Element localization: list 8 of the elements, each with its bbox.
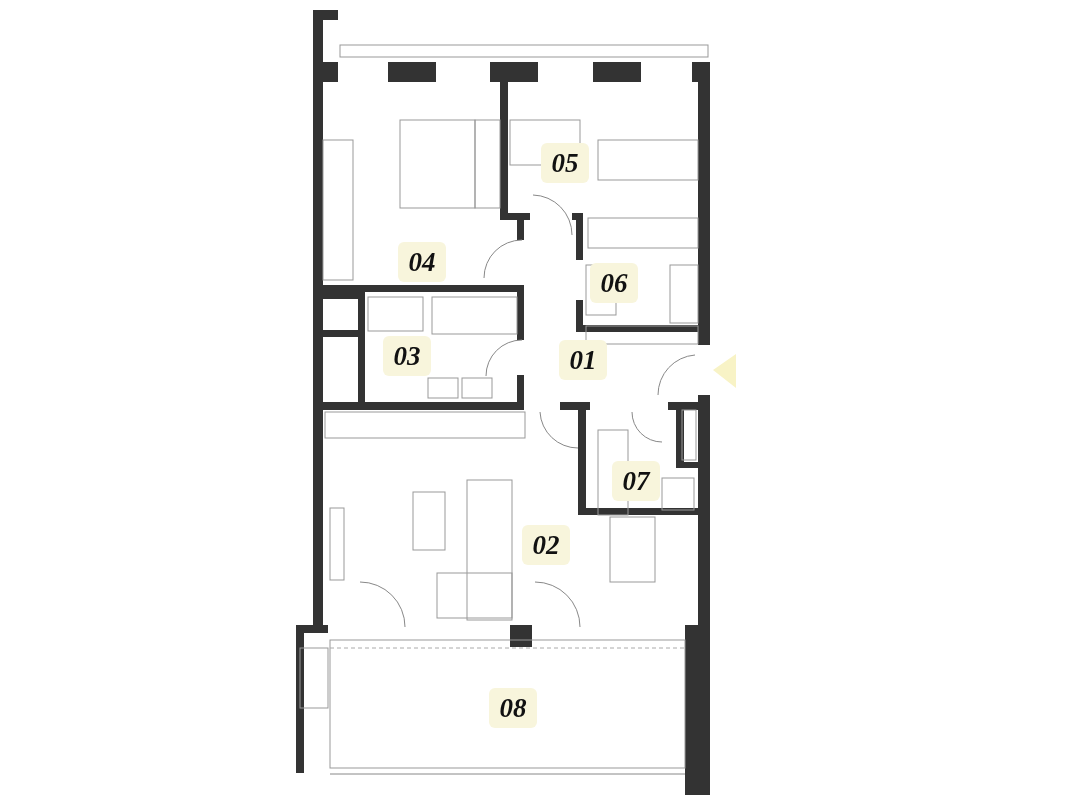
room-number: 01 — [559, 340, 607, 380]
room-number: 07 — [612, 461, 660, 501]
room-number: 08 — [489, 688, 537, 728]
room-number: 06 — [590, 263, 638, 303]
room-number: 03 — [383, 336, 431, 376]
room-number: 05 — [541, 143, 589, 183]
room-number: 02 — [522, 525, 570, 565]
room-number: 04 — [398, 242, 446, 282]
